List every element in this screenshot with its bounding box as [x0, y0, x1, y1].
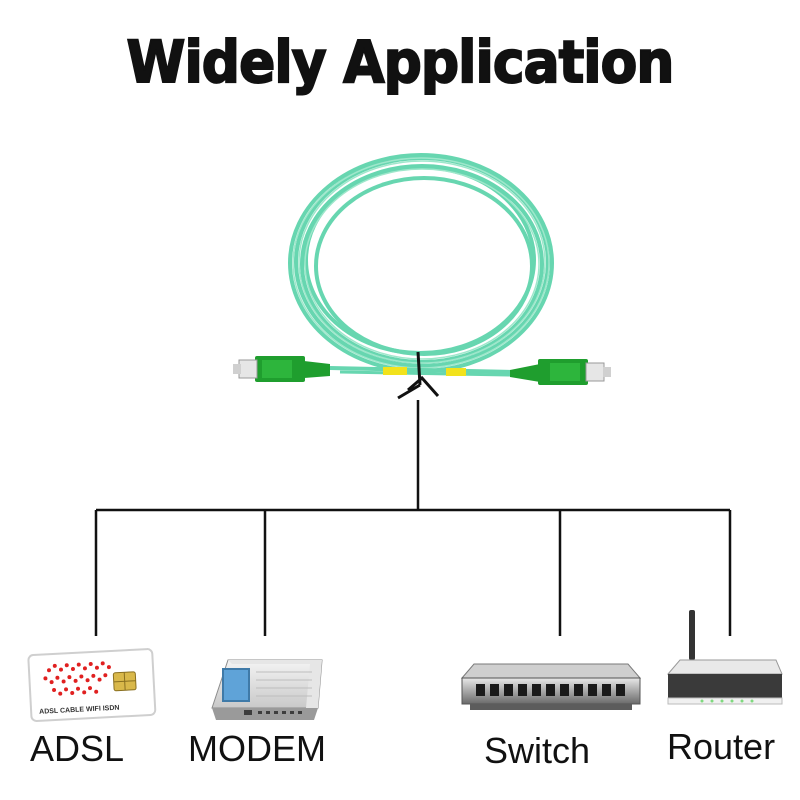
label-switch: Switch	[484, 730, 591, 771]
adsl-card-icon: ADSL CABLE WIFI ISDN	[27, 648, 157, 722]
label-modem: MODEM	[188, 728, 326, 769]
card-text: ADSL CABLE WIFI ISDN	[39, 705, 120, 716]
label-router: Router	[667, 726, 776, 767]
connection-lines	[94, 400, 732, 636]
network-switch-icon	[460, 663, 642, 710]
label-adsl: ADSL	[30, 728, 125, 769]
modem-icon	[211, 659, 323, 720]
fiber-optic-patch-cord-icon	[233, 153, 611, 400]
router-icon	[666, 610, 783, 705]
page-title: Widely Application	[126, 27, 676, 97]
